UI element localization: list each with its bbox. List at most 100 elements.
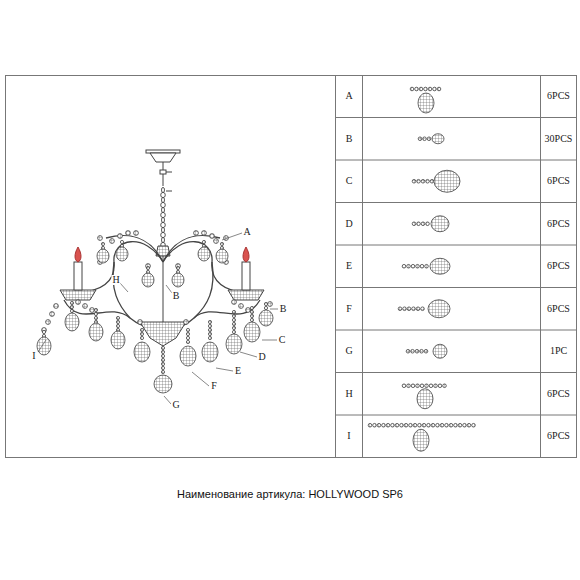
bead [232,300,237,305]
crystal-drop [413,429,429,451]
bead [409,423,413,427]
arms [64,236,260,330]
bead [232,322,235,325]
leader-lines [38,233,278,404]
bead [411,384,415,388]
chain-link [162,187,165,192]
part-quantity: 1PC [550,346,567,356]
bead [138,320,143,325]
bead [202,240,205,243]
part-letter: E [346,261,352,271]
bead [417,179,421,183]
bead [426,179,430,183]
bead [161,346,164,349]
part-letter: B [346,134,353,144]
bead [404,423,408,427]
bead [425,264,429,268]
bead [194,231,199,236]
bead [118,234,123,239]
bead [232,326,235,329]
bead [424,87,428,91]
bead [101,242,104,245]
callout-letter: G [171,400,180,410]
bead [412,222,416,226]
crystal-drop [172,273,184,287]
crystal-drop [89,323,103,341]
crystal-drop [134,342,150,362]
chain-link [162,197,165,202]
bead [415,349,419,353]
bead [184,320,189,325]
bead [110,239,115,244]
bead [420,384,424,388]
bead [46,320,51,325]
part-letter: I [347,431,350,441]
bead [406,349,410,353]
bead [436,423,440,427]
chain-link [162,207,165,212]
candles [60,247,264,300]
bead [420,349,424,353]
bead [412,307,416,311]
bead [421,222,425,226]
bead [418,137,422,141]
bead [438,384,442,388]
crystal-drop [244,322,260,342]
bead [423,137,427,141]
bead [419,87,423,91]
bead [232,330,235,333]
bead [264,306,267,309]
bead [94,308,97,311]
table-row-line [335,202,577,203]
part-quantity: 6PCS [547,389,570,399]
crystal-drop [430,258,450,274]
bead [54,304,59,309]
bead [412,179,416,183]
bead [146,266,149,269]
part-quantity: 6PCS [547,304,570,314]
bead [431,423,435,427]
crystal-drop [202,342,218,362]
bead [90,308,95,313]
chain-link [161,212,166,217]
bead [250,310,253,313]
bead [210,234,215,239]
callout-letter: H [111,275,120,285]
bead [250,306,253,309]
crystal-drop [97,249,109,263]
bead [407,307,411,311]
part-quantity: 6PCS [547,176,570,186]
crystal-drop [434,170,460,192]
bead [140,336,143,339]
bead [126,231,131,236]
callout-letter: A [242,227,251,237]
crystal-drop [142,273,154,287]
bead [250,318,253,321]
bead [458,423,462,427]
bead [116,316,119,319]
chain-link [162,227,165,232]
part-letter: A [345,91,352,101]
callout-letter: B [279,304,288,314]
bead [440,423,444,427]
bead [220,242,223,245]
bead [161,358,164,361]
parts-table-grid [336,75,541,458]
crystal-drop [198,247,210,261]
bead [116,320,119,323]
crystals [37,231,273,393]
part-quantity: 6PCS [547,91,570,101]
bead [398,307,402,311]
table-row-line [335,372,577,373]
crystal-drop [111,331,125,349]
table-row-line [335,245,577,246]
bead [377,423,381,427]
bead [411,264,415,268]
callout-letter: E [234,366,242,376]
chain-link [161,192,166,197]
chain [161,187,166,247]
bead [208,324,211,327]
bead [161,354,164,357]
bead [134,231,139,236]
